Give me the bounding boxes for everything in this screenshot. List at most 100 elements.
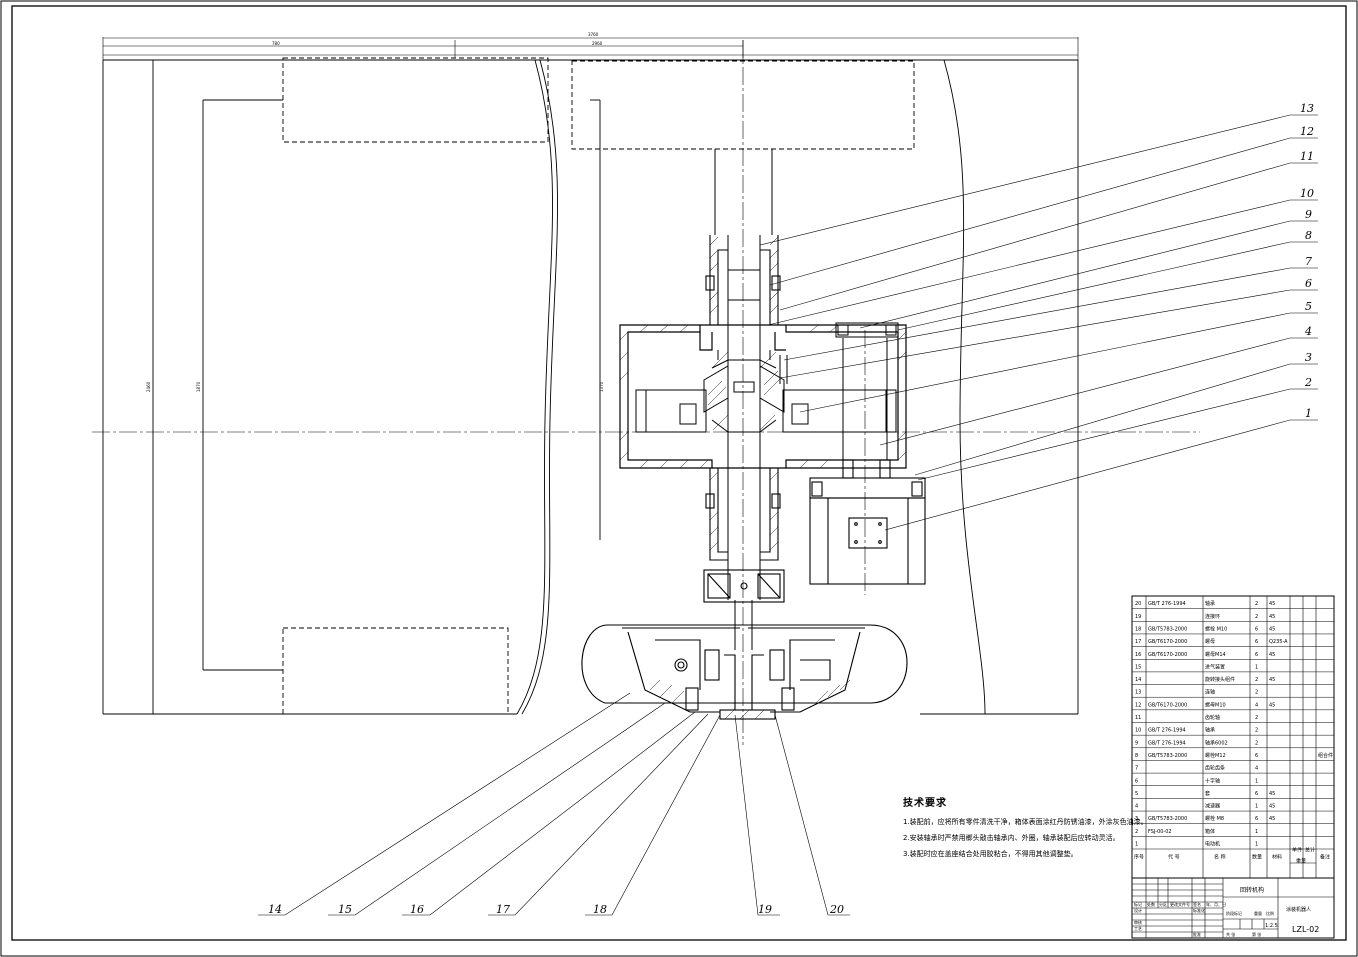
dim-height-outer: 2460 xyxy=(146,381,151,392)
drawing-number: LZL-02 xyxy=(1292,925,1319,934)
parts-cell-code: FSJ-00-02 xyxy=(1148,829,1172,835)
lower-housing-hatch xyxy=(709,471,779,551)
parts-cell-no: 8 xyxy=(1135,753,1138,759)
parts-cell-no: 17 xyxy=(1135,639,1141,645)
robot-frame-outline xyxy=(102,59,1079,715)
parts-header-unit: 单件 xyxy=(1292,847,1302,854)
parts-cell-no: 14 xyxy=(1135,677,1141,683)
turntable-hatch xyxy=(649,679,851,720)
gearbox-housing xyxy=(619,324,907,469)
parts-cell-no: 9 xyxy=(1135,740,1138,746)
title-block-sheet-no: 第 张 xyxy=(1252,931,1261,937)
gearbox-hatch xyxy=(619,324,907,469)
parts-cell-code: GB/T 276-1994 xyxy=(1148,728,1186,734)
parts-cell-no: 1 xyxy=(1135,842,1138,848)
parts-header-no: 序号 xyxy=(1134,854,1144,861)
parts-cell-qty: 1 xyxy=(1255,842,1258,848)
parts-cell-no: 7 xyxy=(1135,766,1138,772)
parts-cell-qty: 1 xyxy=(1255,664,1258,670)
tech-req-line-3: 3.装配时应在盖座结合处用胶粘合，不得用其他调整垫。 xyxy=(903,850,1078,858)
parts-cell-no: 19 xyxy=(1135,614,1141,620)
parts-cell-name: 螺母M14 xyxy=(1205,651,1226,658)
parts-cell-no: 16 xyxy=(1135,652,1141,658)
parts-cell-code: GB/T5783-2000 xyxy=(1148,753,1187,759)
tech-req-line-1: 1.装配前，应将所有零件清洗干净，箱体表面涂红丹防锈油漆，外涂灰色油漆。 xyxy=(903,818,1148,826)
title-block-stage-mark: 阶段标记 xyxy=(1226,910,1242,916)
title-block-approve: 批准 xyxy=(1193,931,1201,937)
parts-cell-no: 12 xyxy=(1135,702,1141,708)
title-block-review: 审核 xyxy=(1134,919,1142,925)
balloon-18: 18 xyxy=(593,903,607,916)
parts-cell-qty: 4 xyxy=(1255,766,1258,772)
parts-cell-code: GB/T5783-2000 xyxy=(1148,626,1187,632)
gear-hatch xyxy=(707,351,783,431)
parts-cell-qty: 6 xyxy=(1255,753,1258,759)
parts-cell-name: 套 xyxy=(1205,790,1210,797)
parts-cell-no: 10 xyxy=(1135,728,1141,734)
parts-cell-mat: 45 xyxy=(1269,652,1275,658)
parts-cell-qty: 2 xyxy=(1255,728,1258,734)
parts-cell-mat: 45 xyxy=(1269,614,1275,620)
parts-cell-qty: 2 xyxy=(1255,614,1258,620)
title-block-count: 处数 xyxy=(1147,901,1155,907)
parts-cell-name: 螺栓 M10 xyxy=(1205,625,1227,632)
parts-cell-mat: 45 xyxy=(1269,677,1275,683)
parts-cell-name: 齿轮轴 xyxy=(1205,714,1220,721)
title-block-sign: 签名 xyxy=(1193,901,1201,907)
gear-set xyxy=(635,338,897,460)
parts-cell-name: 电动机 xyxy=(1205,841,1220,848)
turntable-base xyxy=(581,624,908,720)
balloon-5: 5 xyxy=(1305,300,1312,313)
parts-cell-qty: 1 xyxy=(1255,778,1258,784)
parts-cell-no: 5 xyxy=(1135,791,1138,797)
balloon-7: 7 xyxy=(1305,255,1312,268)
parts-cell-name: 旋转接头组件 xyxy=(1205,676,1235,683)
parts-cell-name: 连轴 xyxy=(1205,689,1215,696)
parts-cell-mat: 45 xyxy=(1269,601,1275,607)
balloon-12: 12 xyxy=(1300,125,1314,138)
company-name: 涂装机器人 xyxy=(1286,906,1311,913)
upper-housing-hatch xyxy=(709,236,779,314)
parts-cell-name: 螺母 xyxy=(1205,638,1215,645)
parts-cell-name: 轴承 xyxy=(1205,600,1215,607)
tech-req-line-2: 2.安装轴承时严禁用榔头敲击轴承内、外圈，轴承装配后应转动灵活。 xyxy=(903,834,1120,842)
balloon-9: 9 xyxy=(1305,208,1312,221)
title-block-change-doc: 更改文件号 xyxy=(1170,901,1190,907)
parts-cell-no: 20 xyxy=(1135,601,1141,607)
parts-cell-note: 组合件 xyxy=(1318,752,1333,759)
balloon-8: 8 xyxy=(1305,229,1312,242)
parts-cell-name: 箱体 xyxy=(1205,828,1215,835)
dim-left: 780 xyxy=(272,41,280,46)
balloon-2: 2 xyxy=(1304,376,1312,389)
parts-cell-mat: 45 xyxy=(1269,804,1275,810)
parts-header-code: 代 号 xyxy=(1168,854,1180,861)
leader-lines-right xyxy=(759,114,1318,531)
parts-cell-qty: 2 xyxy=(1255,715,1258,721)
parts-cell-qty: 6 xyxy=(1255,652,1258,658)
parts-cell-qty: 6 xyxy=(1255,791,1258,797)
parts-header-mat: 材料 xyxy=(1272,854,1282,861)
title-block xyxy=(1131,877,1335,939)
parts-cell-code: GB/T 276-1994 xyxy=(1148,740,1186,746)
balloon-14: 14 xyxy=(268,903,282,916)
parts-cell-code: GB/T6170-2000 xyxy=(1148,702,1187,708)
parts-cell-name: 进气装置 xyxy=(1205,663,1225,670)
parts-cell-qty: 4 xyxy=(1255,702,1258,708)
parts-cell-name: 减速器 xyxy=(1205,803,1220,810)
parts-cell-name: 齿轮齿条 xyxy=(1205,765,1225,772)
parts-cell-name: 螺栓M12 xyxy=(1205,752,1226,759)
title-block-zone: 分区 xyxy=(1159,901,1167,907)
balloon-labels: 13 12 11 10 9 8 7 6 5 4 3 2 1 14 15 16 1… xyxy=(268,102,1314,916)
parts-cell-no: 4 xyxy=(1135,804,1138,810)
dim-height-inner: 1870 xyxy=(196,381,201,392)
parts-cell-qty: 6 xyxy=(1255,626,1258,632)
dim-overall: 3760 xyxy=(588,32,599,37)
balloon-10: 10 xyxy=(1300,187,1314,200)
dim-center: 2960 xyxy=(592,41,603,46)
lower-bearing-housing xyxy=(705,468,781,561)
parts-header-note: 备注 xyxy=(1320,854,1330,861)
balloon-19: 19 xyxy=(758,903,772,916)
parts-header-weight: 重量 xyxy=(1296,858,1306,865)
balloon-17: 17 xyxy=(496,903,510,916)
